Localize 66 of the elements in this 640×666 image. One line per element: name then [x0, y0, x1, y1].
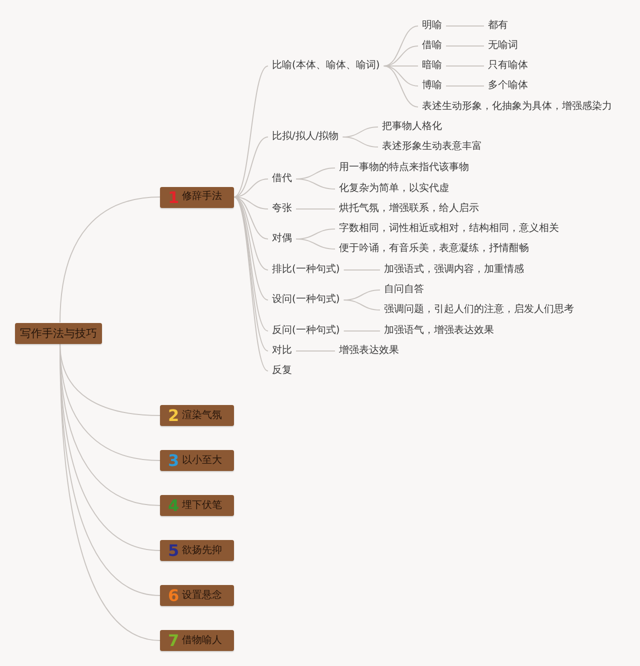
- subtopic-label: 博喻: [418, 79, 446, 93]
- branch-line: [343, 300, 380, 310]
- subtopic-label: 自问自答: [380, 283, 428, 297]
- subtopic-label: 暗喻: [418, 59, 446, 73]
- subtopic-label: 烘托气氛，增强联系，给人启示: [335, 202, 483, 216]
- subtopic-label: 明喻: [418, 19, 446, 33]
- priority-number: 4: [168, 496, 180, 515]
- branch-line: [60, 196, 160, 323]
- subtopic-label: 对偶: [268, 232, 296, 246]
- subtopic-label: 把事物人格化: [378, 120, 446, 134]
- branch-line: [296, 208, 336, 210]
- subtopic-label: 排比(一种句式): [268, 263, 344, 277]
- branch-line: [296, 350, 336, 352]
- topic-box: [160, 405, 234, 426]
- priority-number: 5: [168, 541, 180, 560]
- branch-line: [343, 330, 380, 332]
- priority-number: 1: [168, 188, 180, 206]
- priority-number: 2: [168, 406, 180, 425]
- topic-box: [160, 630, 234, 651]
- topic-box: [160, 585, 234, 606]
- topic-label: 欲扬先抑: [182, 544, 222, 558]
- branch-line: [383, 66, 418, 108]
- branch-line: [296, 238, 336, 250]
- topic-label: 渲染气氛: [182, 408, 222, 422]
- subtopic-label: 借喻: [418, 39, 446, 53]
- subtopic-label: 字数相同，词性相近或相对，结构相同，意义相关: [335, 222, 563, 236]
- subtopic-label: 无喻词: [484, 39, 522, 53]
- subtopic-label: 增强表达效果: [335, 344, 403, 358]
- branch-line: [383, 26, 418, 66]
- topic-box: [160, 450, 234, 471]
- topic-box: [160, 495, 234, 516]
- subtopic-label: 表述形象生动表意丰富: [378, 140, 486, 154]
- subtopic-label: 化复杂为简单，以实代虚: [335, 182, 453, 196]
- branch-line: [296, 178, 336, 190]
- subtopic-label: 多个喻体: [484, 79, 532, 93]
- subtopic-label: 用一事物的特点来指代该事物: [335, 161, 473, 175]
- topic-label: 修辞手法: [182, 190, 222, 204]
- branch-line: [234, 66, 268, 198]
- topic-label: 设置悬念: [182, 588, 222, 602]
- branch-line: [234, 136, 268, 198]
- priority-number: 6: [168, 586, 180, 605]
- subtopic-label: 加强语式，强调内容，加重情感: [380, 263, 528, 277]
- branch-line: [342, 136, 378, 148]
- subtopic-label: 借代: [268, 172, 296, 186]
- subtopic-label: 便于吟诵，有音乐美，表意凝练，抒情酣畅: [335, 242, 533, 256]
- topic-label: 以小至大: [182, 454, 222, 468]
- subtopic-label: 表述生动形象，化抽象为具体，增强感染力: [418, 100, 616, 114]
- subtopic-label: 只有喻体: [484, 59, 532, 73]
- priority-number: 3: [168, 451, 180, 470]
- central-topic-box: 写作手法与技巧: [15, 322, 102, 344]
- subtopic-label: 强调问题，引起人们的注意，启发人们思考: [380, 303, 578, 317]
- topic-label: 借物喻人: [182, 634, 222, 648]
- subtopic-label: 加强语气，增强表达效果: [380, 324, 498, 338]
- topic-box: [160, 540, 234, 561]
- subtopic-label: 对比: [268, 344, 296, 358]
- priority-number: 7: [168, 631, 180, 650]
- subtopic-label: 都有: [484, 19, 512, 33]
- topic-box: [160, 186, 234, 208]
- branch-line: [383, 66, 418, 86]
- subtopic-label: 反问(一种句式): [268, 324, 344, 338]
- subtopic-label: 夸张: [268, 202, 296, 216]
- subtopic-label: 设问(一种句式): [268, 293, 344, 307]
- subtopic-label: 比拟/拟人/拟物: [268, 130, 343, 144]
- subtopic-label: 反复: [268, 364, 296, 378]
- subtopic-label: 比喻(本体、喻体、喻词): [268, 59, 384, 73]
- topic-label: 埋下伏笔: [182, 498, 222, 512]
